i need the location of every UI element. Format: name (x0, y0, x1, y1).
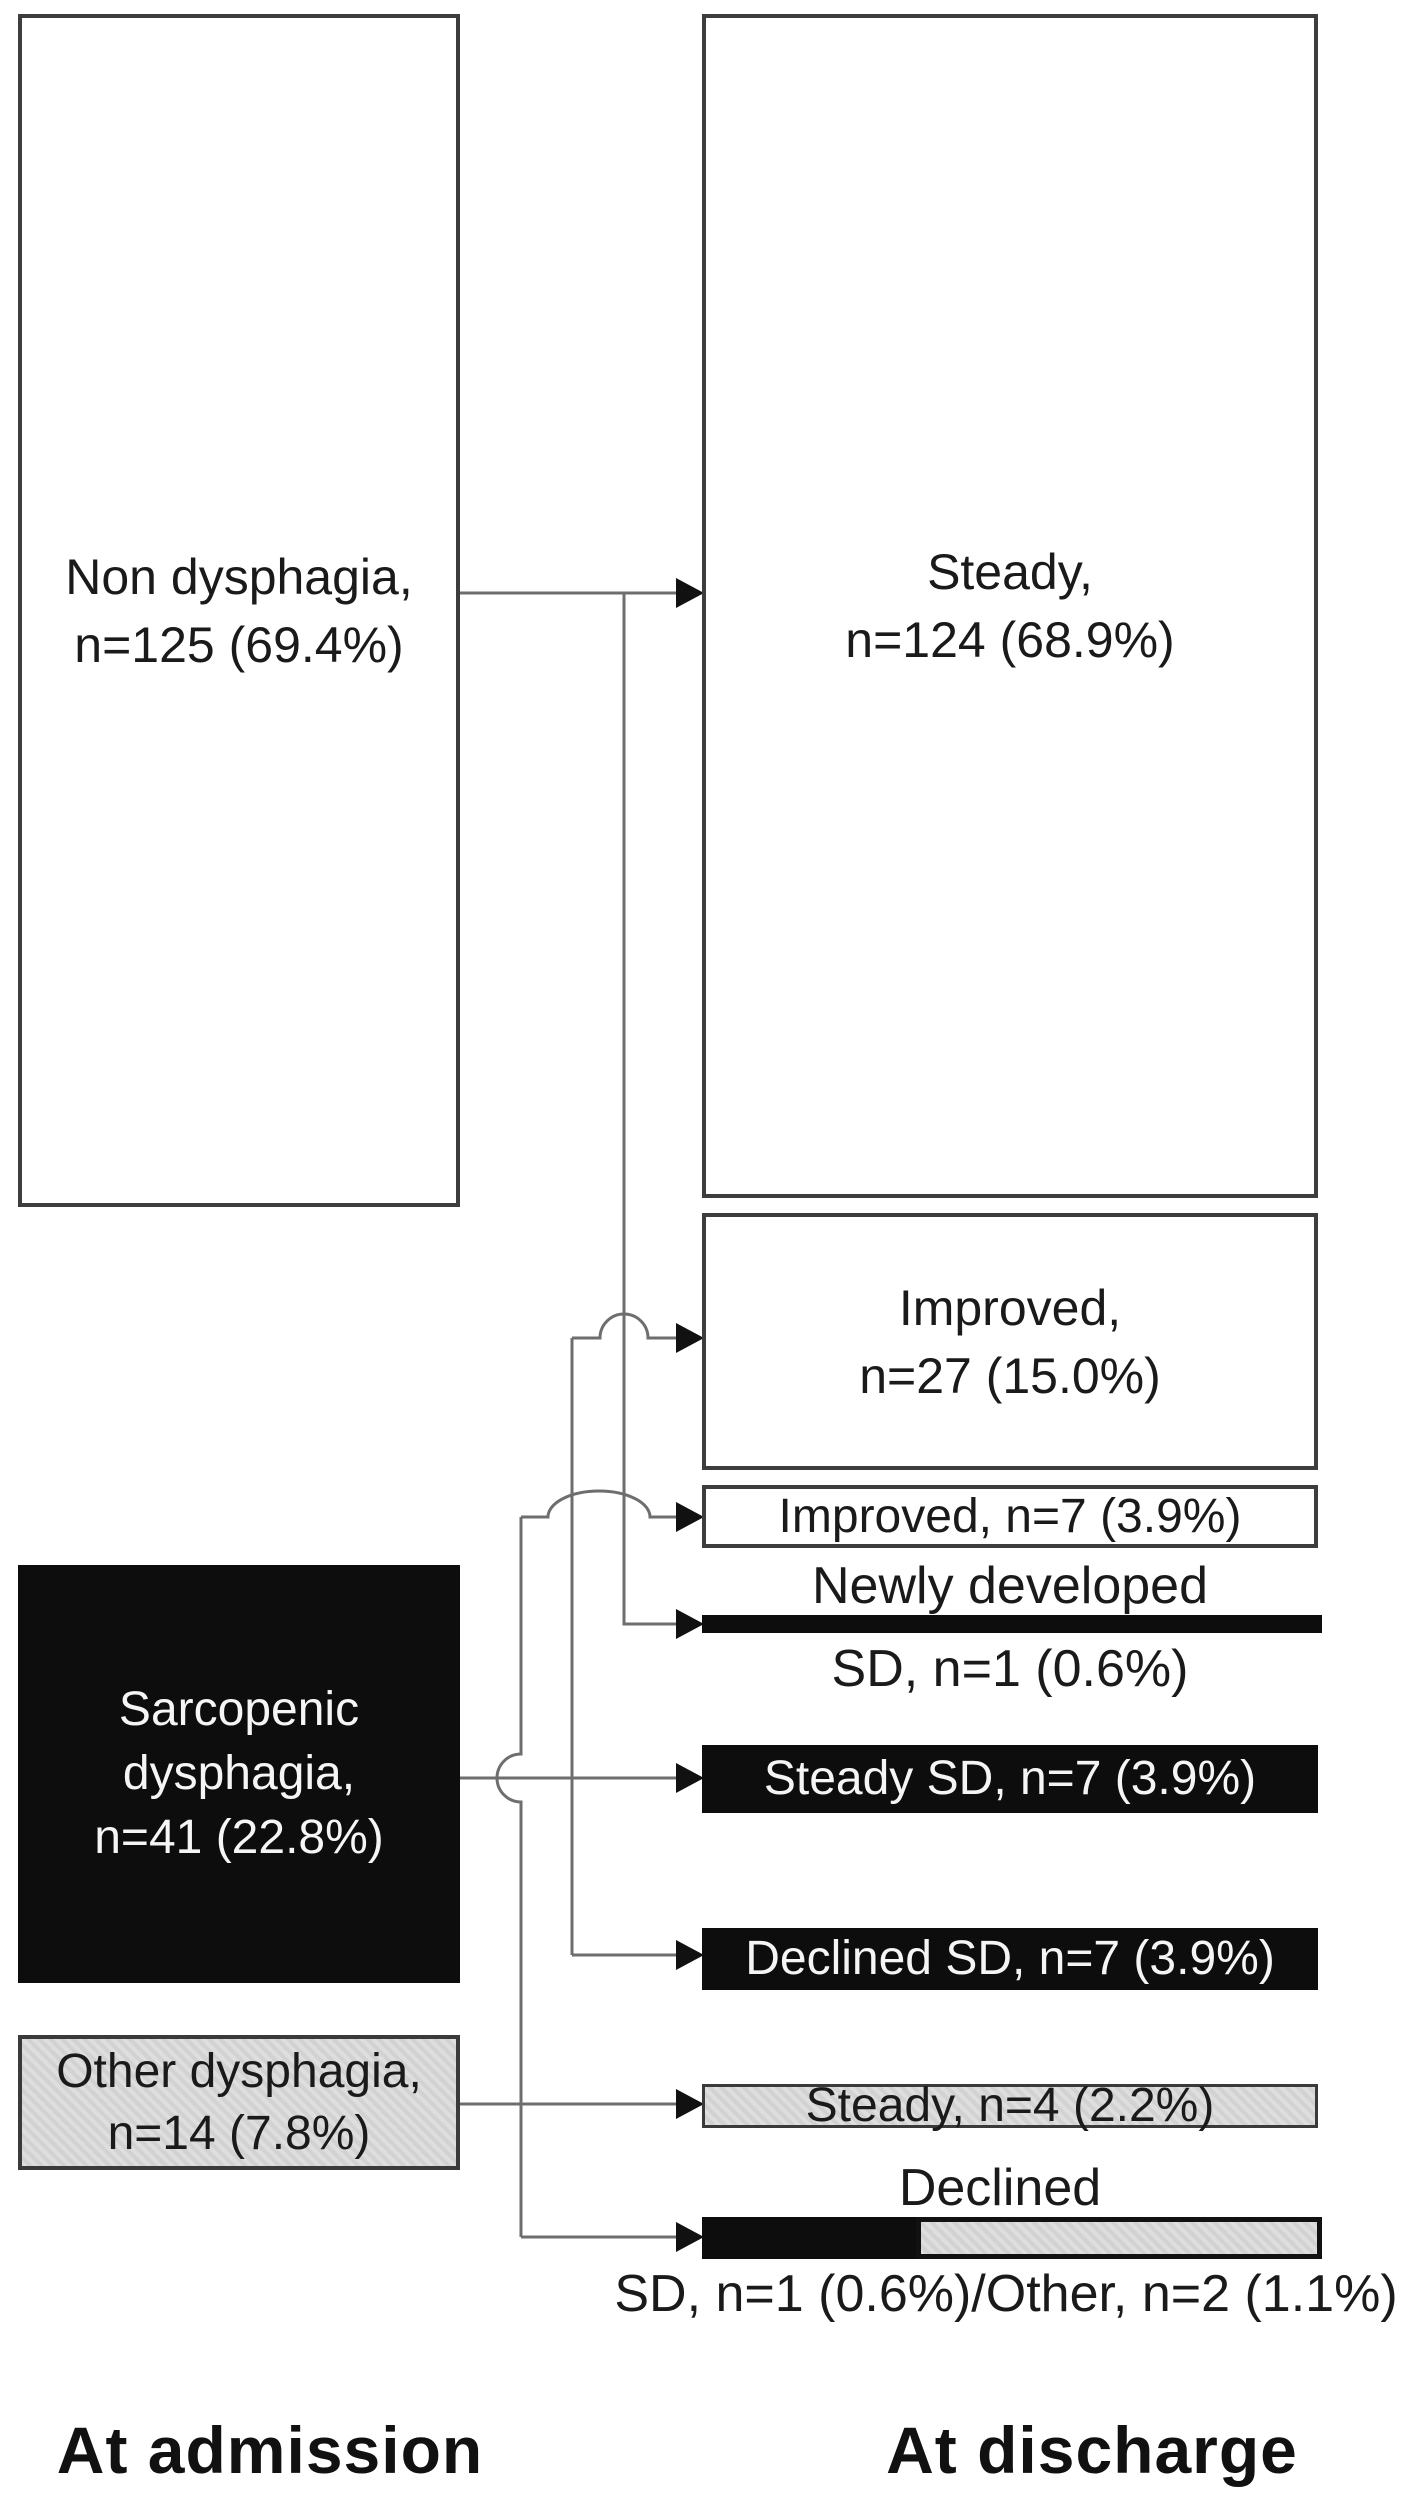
steady-line2: n=124 (68.9%) (845, 612, 1175, 668)
newly-developed-sd-caption-bottom: SD, n=1 (0.6%) (831, 1640, 1189, 1698)
declined-split-black-segment (702, 2217, 916, 2259)
steady-box: Steady, n=124 (68.9%) (702, 14, 1318, 1198)
declined-sd-label: Declined SD, n=7 (3.9%) (745, 1932, 1275, 1985)
other-dysphagia-line2: n=14 (7.8%) (107, 2106, 371, 2160)
arrowhead-steady (676, 578, 704, 608)
newly-developed-sd-caption-top: Newly developed (811, 1557, 1209, 1615)
discharge-column-label: At discharge (886, 2413, 1298, 2487)
steady-other-box: Steady, n=4 (2.2%) (702, 2079, 1318, 2132)
arrowhead-improved27 (676, 1323, 704, 1353)
steady-sd-label: Steady SD, n=7 (3.9%) (763, 1752, 1257, 1805)
steady-line1: Steady, (927, 544, 1093, 600)
sarcopenic-line3: n=41 (22.8%) (94, 1811, 384, 1864)
other-dysphagia-line1: Other dysphagia, (56, 2044, 422, 2098)
arrowhead-newsd (676, 1609, 704, 1639)
improved-minor-box: Improved, n=7 (3.9%) (702, 1485, 1318, 1548)
declined-split-bar (702, 2217, 1322, 2259)
admission-column-label: At admission (56, 2413, 484, 2487)
newly-developed-sd-bar (702, 1615, 1322, 1633)
arrowhead-declinedsd (676, 1940, 704, 1970)
improved-major-line2: n=27 (15.0%) (859, 1347, 1161, 1404)
non-dysphagia-line2: n=125 (69.4%) (74, 616, 404, 673)
arrowhead-steadysd (676, 1763, 704, 1793)
declined-split-caption-bottom: SD, n=1 (0.6%)/Other, n=2 (1.1%) (614, 2265, 1398, 2323)
other-dysphagia-box: Other dysphagia, n=14 (7.8%) (18, 2035, 460, 2170)
steady-other-label: Steady, n=4 (2.2%) (805, 2079, 1215, 2132)
improved-major-line1: Improved, (898, 1279, 1122, 1336)
non-dysphagia-box: Non dysphagia, n=125 (69.4%) (18, 14, 460, 1207)
sarcopenic-dysphagia-box: Sarcopenic dysphagia, n=41 (22.8%) (18, 1565, 460, 1983)
sarcopenic-line1: Sarcopenic (118, 1683, 360, 1736)
steady-sd-box: Steady SD, n=7 (3.9%) (702, 1745, 1318, 1813)
line-other-vertical (495, 1517, 523, 2237)
arrowhead-steady4 (676, 2089, 704, 2119)
improved-minor-label: Improved, n=7 (3.9%) (778, 1489, 1242, 1543)
arrowhead-declined-split (676, 2222, 704, 2252)
declined-split-caption-top: Declined (898, 2159, 1102, 2217)
declined-split-gray-segment (915, 2217, 1322, 2259)
declined-sd-box: Declined SD, n=7 (3.9%) (702, 1928, 1318, 1990)
arrowhead-improved7 (676, 1502, 704, 1532)
line-sarc-to-improved27 (572, 1312, 678, 1340)
sarcopenic-line2: dysphagia, (122, 1747, 356, 1800)
line-other-to-improved7 (521, 1489, 678, 1519)
non-dysphagia-line1: Non dysphagia, (65, 548, 413, 605)
line-nondys-to-newsd (622, 593, 678, 1626)
improved-major-box: Improved, n=27 (15.0%) (702, 1213, 1318, 1470)
